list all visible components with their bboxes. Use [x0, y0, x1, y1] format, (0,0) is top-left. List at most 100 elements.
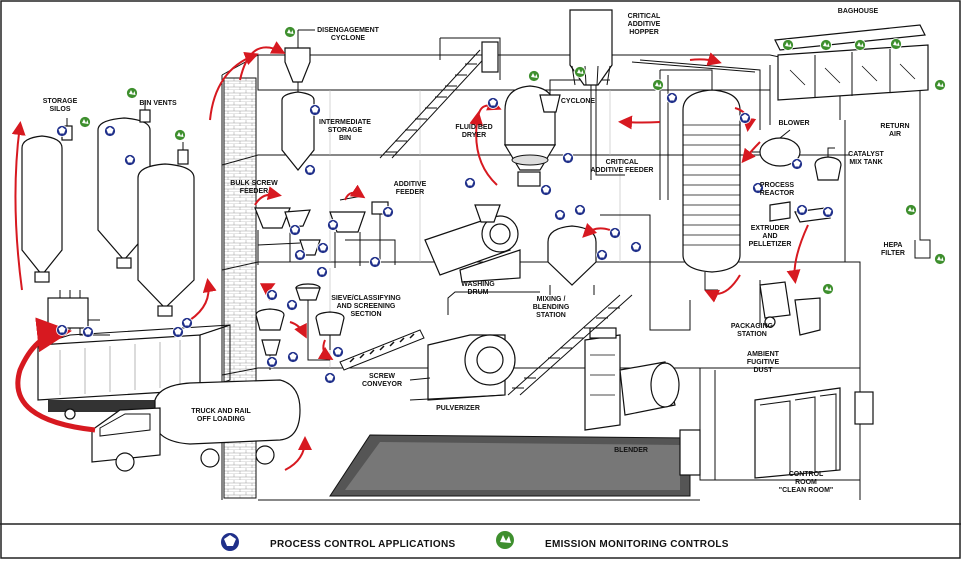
- process-control-badge-icon: [796, 204, 808, 216]
- label-line: REACTOR: [760, 190, 794, 197]
- process-control-badge-icon: [487, 97, 499, 109]
- process-control-badge-icon: [304, 164, 316, 176]
- flow-arrow-sieve-2: [289, 321, 307, 339]
- label-line: BAGHOUSE: [838, 8, 879, 15]
- process-control-badge-icon: [309, 104, 321, 116]
- label-line: STATION: [737, 331, 767, 338]
- disengagement-cyclone-unit: [281, 29, 315, 171]
- label-line: FLUID BED: [455, 124, 492, 131]
- emission-monitoring-badge-icon: [174, 129, 186, 141]
- label-line: "CLEAN ROOM": [779, 487, 833, 494]
- process-control-badge-icon: [609, 227, 621, 239]
- label-line: PULVERIZER: [436, 405, 480, 412]
- label-line: PROCESS: [760, 182, 795, 189]
- emission-monitoring-badge-icon: [528, 70, 540, 82]
- flow-arrow-silo-up: [11, 121, 26, 291]
- pulverizer-unit: [409, 334, 516, 401]
- label-line: TRUCK AND RAIL: [191, 408, 251, 415]
- emission-monitoring-badge-icon: [79, 116, 91, 128]
- process-control-badge-icon: [464, 177, 476, 189]
- process-control-badge-icon: [287, 351, 299, 363]
- label-line: SIEVE/CLASSIFYING: [331, 295, 401, 302]
- label-blender: BLENDER: [614, 447, 648, 454]
- process-control-badge-icon: [324, 372, 336, 384]
- process-control-badge-icon: [562, 152, 574, 164]
- legend-process-icon: [221, 533, 239, 551]
- flow-arrow-blower: [741, 141, 761, 164]
- flow-arrow-sieve-3: [317, 339, 334, 361]
- process-control-badge-icon: [316, 266, 328, 278]
- baghouse-unit: [769, 24, 931, 259]
- cyclone-dryer-unit: [503, 79, 610, 187]
- emission-monitoring-badge-icon: [822, 283, 834, 295]
- legend-process-text: PROCESS CONTROL APPLICATIONS: [270, 539, 455, 550]
- label-line: PELLETIZER: [749, 241, 792, 248]
- emission-monitoring-badge-icon: [890, 38, 902, 50]
- process-control-badge-icon: [332, 346, 344, 358]
- process-control-badge-icon: [56, 324, 68, 336]
- label-line: INTERMEDIATE: [319, 119, 371, 126]
- label-baghouse: BAGHOUSE: [838, 8, 879, 15]
- process-control-badge-icon: [294, 249, 306, 261]
- process-control-badge-icon: [82, 326, 94, 338]
- label-line: STORAGE: [43, 98, 78, 105]
- silo-2: [97, 117, 151, 269]
- label-line: BLENDING: [533, 304, 570, 311]
- emission-monitoring-badge-icon: [934, 253, 946, 265]
- label-line: FEEDER: [240, 188, 268, 195]
- process-control-badge-icon: [574, 204, 586, 216]
- process-control-badge-icon: [382, 206, 394, 218]
- label-blower: BLOWER: [778, 120, 809, 127]
- flow-arrow-cyclone: [239, 41, 286, 81]
- label-pulverizer: PULVERIZER: [436, 405, 480, 412]
- label-bin-vents: BIN VENTS: [139, 100, 177, 107]
- label-line: ROOM: [795, 479, 817, 486]
- label-line: CONVEYOR: [362, 381, 402, 388]
- catalyst-mix-tank-unit: [814, 147, 842, 181]
- label-line: ADDITIVE FEEDER: [590, 167, 653, 174]
- label-line: MIXING /: [537, 296, 566, 303]
- label-line: WASHING: [461, 281, 495, 288]
- flow-arrow-bulk-feeder: [254, 186, 282, 206]
- legend: PROCESS CONTROL APPLICATIONS EMISSION MO…: [221, 531, 729, 551]
- label-line: STORAGE: [328, 127, 363, 134]
- process-control-badge-icon: [822, 206, 834, 218]
- mixing-station-unit: [547, 225, 597, 295]
- label-line: DUST: [753, 367, 773, 374]
- label-line: BLENDER: [614, 447, 648, 454]
- process-control-badge-icon: [554, 209, 566, 221]
- label-line: SCREW: [369, 373, 395, 380]
- silo-1: [21, 135, 63, 283]
- screw-conveyor-unit: [339, 329, 425, 371]
- control-room-unit: [679, 387, 874, 479]
- additive-feeder-unit: [329, 201, 396, 268]
- process-control-badge-icon: [791, 158, 803, 170]
- label-line: DRYER: [462, 132, 486, 139]
- process-control-badge-icon: [752, 182, 764, 194]
- emission-monitoring-badge-icon: [782, 39, 794, 51]
- process-control-badge-icon: [739, 112, 751, 124]
- process-control-badge-icon: [630, 241, 642, 253]
- flow-arrow-additive: [344, 184, 366, 201]
- badges: [56, 26, 946, 384]
- label-line: PACKAGING: [731, 323, 774, 330]
- process-control-badge-icon: [369, 256, 381, 268]
- washing-drum-unit: [424, 204, 521, 283]
- label-line: BLOWER: [778, 120, 809, 127]
- flow-arrow-truck-exit: [284, 436, 312, 471]
- flow-arrow-truck-to-silo: [15, 317, 96, 433]
- legend-emission-icon: [496, 531, 514, 549]
- label-line: AIR: [889, 131, 901, 138]
